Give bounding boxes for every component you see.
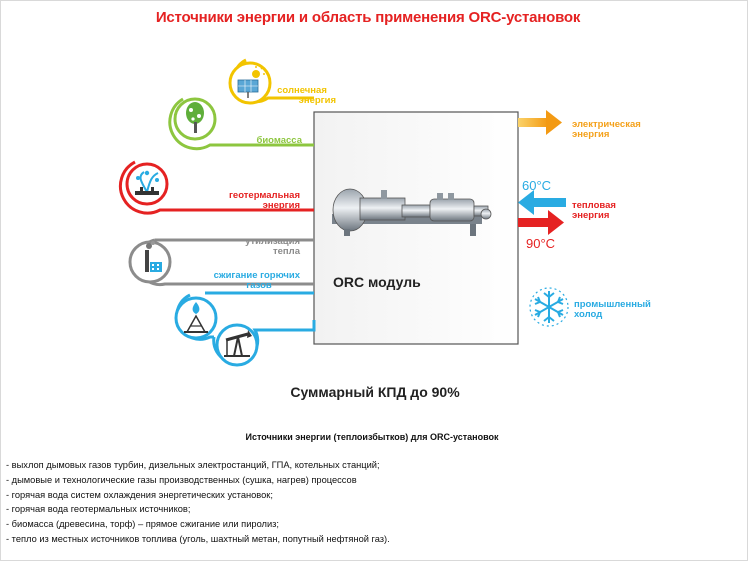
list-item: - биомасса (древесина, торф) – прямое сж…: [6, 519, 280, 530]
list-item: - дымовые и технологические газы произво…: [6, 474, 357, 485]
heat-recovery-label: утилизация тепла: [218, 237, 300, 257]
efficiency-text: Суммарный КПД до 90%: [290, 384, 460, 400]
fuel-gas-source: [174, 291, 314, 341]
heat-in-arrow: [518, 190, 566, 215]
snowflake-icon: [529, 287, 569, 327]
fuel-gas-label-line2: газов: [246, 280, 272, 291]
geyser-icon: [135, 170, 159, 195]
geothermal-line: [118, 160, 314, 215]
heat-recovery-label-line2: тепла: [273, 246, 300, 257]
biomass-line: [168, 97, 314, 151]
turbine-generator-icon: [332, 188, 492, 236]
oil-pump-icon: [224, 330, 252, 357]
oil-pump-source: [212, 320, 316, 367]
solar-label-line1: солнечная: [277, 85, 327, 96]
biomass-source: [168, 97, 314, 151]
gas-flare-icon: [184, 302, 208, 333]
fuel-gas-label: сжигание горючих газов: [188, 271, 300, 291]
geothermal-label-line1: геотермальная: [228, 190, 300, 201]
cold-label: промышленный холод: [574, 300, 651, 320]
tree-icon: [186, 102, 204, 133]
orc-module-label: ORC модуль: [333, 274, 421, 290]
electric-arrow: [518, 110, 562, 135]
list-item: - тепло из местных источников топлива (у…: [6, 533, 390, 544]
heat-out-temp: 90°C: [526, 236, 556, 251]
solar-label: солнечная энергия: [268, 86, 336, 106]
solar-panel-icon: [237, 66, 265, 98]
heat-recovery-label-line1: утилизация: [245, 236, 300, 247]
heat-label: тепловая энергия: [572, 201, 616, 221]
heat-recovery-source: [128, 238, 314, 287]
geothermal-source: [118, 160, 314, 215]
sources-list: - выхлоп дымовых газов турбин, дизельных…: [6, 458, 390, 547]
electric-label-line1: электрическая: [572, 119, 641, 130]
solar-source: [228, 58, 314, 105]
heat-label-line2: энергия: [572, 210, 610, 221]
cold-label-line1: промышленный: [574, 299, 651, 310]
heat-label-line1: тепловая: [572, 200, 616, 211]
biomass-label: биомасса: [256, 135, 302, 146]
electric-label: электрическая энергия: [572, 120, 641, 140]
heat-out-arrow: [518, 210, 564, 235]
sources-subtitle: Источники энергии (теплоизбытков) для OR…: [245, 432, 499, 442]
fuel-gas-label-line1: сжигание горючих: [213, 270, 300, 281]
list-item: - горячая вода геотермальных источников;: [6, 504, 191, 515]
list-item: - выхлоп дымовых газов турбин, дизельных…: [6, 460, 380, 470]
geothermal-label-line2: энергия: [262, 200, 300, 211]
heat-in-temp: 60°C: [522, 178, 552, 193]
solar-label-line2: энергия: [298, 95, 336, 106]
page-title: Источники энергии и область применения O…: [155, 9, 581, 26]
electric-label-line2: энергия: [572, 129, 610, 140]
factory-icon: [145, 241, 162, 272]
list-item: - горячая вода систем охлаждения энергет…: [6, 489, 273, 500]
geothermal-label: геотермальная энергия: [208, 191, 300, 211]
cold-label-line2: холод: [574, 309, 603, 320]
